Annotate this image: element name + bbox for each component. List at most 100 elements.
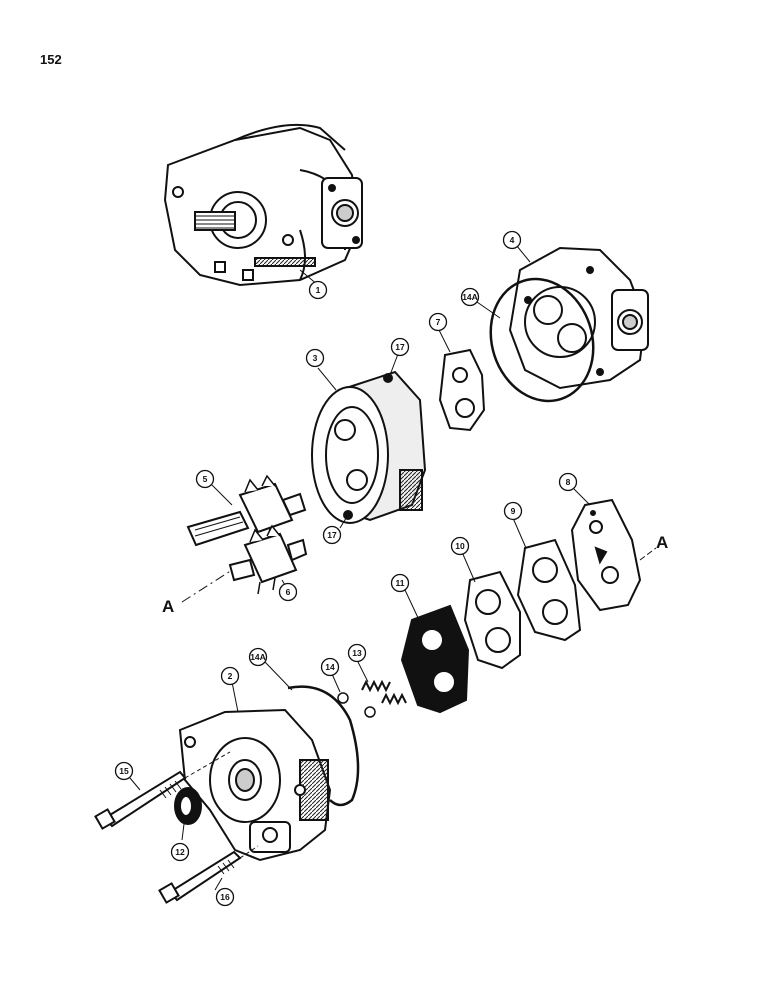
assembled-pump <box>163 123 363 287</box>
seal-retainer <box>400 604 470 714</box>
callout-circle <box>215 887 235 907</box>
leader-11 <box>404 589 421 623</box>
callout-label: 14A <box>462 292 478 302</box>
callout-c4: 4 <box>502 230 522 250</box>
callout-c13: 13 <box>347 643 367 663</box>
callout-c14a: 14A <box>460 287 480 307</box>
callout-c17b: 17 <box>322 525 342 545</box>
callout-label: 15 <box>119 766 129 776</box>
callout-c1: 1 <box>308 280 328 300</box>
callout-label: 11 <box>396 578 405 588</box>
gear-body <box>311 370 427 524</box>
gasket-part-7 <box>438 348 486 432</box>
callout-label: 9 <box>511 506 516 516</box>
callout-label: 5 <box>203 474 208 484</box>
leader-14 <box>331 673 341 693</box>
leader-14a-lower <box>264 661 293 691</box>
reference-line-a <box>181 569 233 603</box>
callout-c12: 12 <box>170 842 190 862</box>
leader-15 <box>129 777 141 791</box>
callout-circle <box>308 280 328 300</box>
callout-label: 16 <box>220 892 230 902</box>
callout-circle <box>322 525 342 545</box>
gasket-part-10 <box>463 570 521 670</box>
driven-gear <box>228 524 308 595</box>
callout-label: 12 <box>175 847 185 857</box>
callout-circle <box>347 643 367 663</box>
o-ring-lower <box>287 685 360 807</box>
leader-16 <box>214 877 223 891</box>
bolt-15 <box>94 770 187 830</box>
o-ring-upper <box>489 277 595 403</box>
callout-label: 14 <box>325 662 335 672</box>
callout-c17a: 17 <box>390 337 410 357</box>
page-number: 152 <box>40 52 62 67</box>
leader-13 <box>356 659 369 683</box>
callout-label: 17 <box>327 530 337 540</box>
ball-lower <box>364 706 376 718</box>
callout-circle <box>114 761 134 781</box>
rear-housing <box>508 246 649 390</box>
callout-c8: 8 <box>558 472 578 492</box>
callout-label: 17 <box>395 342 405 352</box>
callout-c14: 14 <box>320 657 340 677</box>
reference-mark-left: A <box>162 597 174 616</box>
callout-c11: 11 <box>390 573 410 593</box>
callout-label: 6 <box>286 587 291 597</box>
ball-upper <box>337 692 349 704</box>
leader-12 <box>181 823 185 841</box>
callout-c14a2: 14A <box>248 647 268 667</box>
callout-c15: 15 <box>114 761 134 781</box>
callout-circle <box>450 536 470 556</box>
leader-10 <box>461 551 476 583</box>
leader-17a <box>389 353 399 376</box>
callout-circle <box>390 573 410 593</box>
callout-circle <box>390 337 410 357</box>
callout-c9: 9 <box>503 501 523 521</box>
reference-mark-right: A <box>656 533 668 552</box>
callout-circle <box>502 230 522 250</box>
callout-label: 2 <box>228 671 233 681</box>
drive-gear <box>186 474 307 547</box>
callout-circle <box>170 842 190 862</box>
callout-circle <box>195 469 215 489</box>
bolt-16 <box>158 850 242 904</box>
callout-circle <box>220 666 240 686</box>
callout-circle <box>558 472 578 492</box>
callout-label: 4 <box>510 235 515 245</box>
callout-c2: 2 <box>220 666 240 686</box>
callout-c7: 7 <box>428 312 448 332</box>
bolt-16-path <box>239 845 259 859</box>
leader-8 <box>573 488 591 506</box>
leader-9 <box>512 517 527 549</box>
callout-c16: 16 <box>215 887 235 907</box>
callout-label: 8 <box>566 477 571 487</box>
callout-circle <box>428 312 448 332</box>
front-housing <box>178 708 332 862</box>
callout-circle <box>460 287 480 307</box>
callout-c6: 6 <box>278 582 298 602</box>
callout-label: 13 <box>352 648 362 658</box>
callout-label: 10 <box>455 541 465 551</box>
callout-label: 3 <box>313 353 318 363</box>
callout-label: 7 <box>436 317 441 327</box>
reference-line-a-right <box>639 547 657 561</box>
callout-circle <box>503 501 523 521</box>
springs <box>361 679 407 706</box>
shaft-seal <box>174 787 202 825</box>
leader-7 <box>437 327 451 353</box>
leader-3 <box>317 367 337 391</box>
wear-plate <box>570 498 642 612</box>
callout-circle <box>305 348 325 368</box>
callout-c10: 10 <box>450 536 470 556</box>
leader-14a <box>476 301 501 319</box>
leader-17b <box>339 514 349 529</box>
callout-circle <box>320 657 340 677</box>
leader-5 <box>211 484 233 506</box>
callout-c3: 3 <box>305 348 325 368</box>
bolt-15-path <box>184 751 231 779</box>
callout-label: 1 <box>316 285 321 295</box>
